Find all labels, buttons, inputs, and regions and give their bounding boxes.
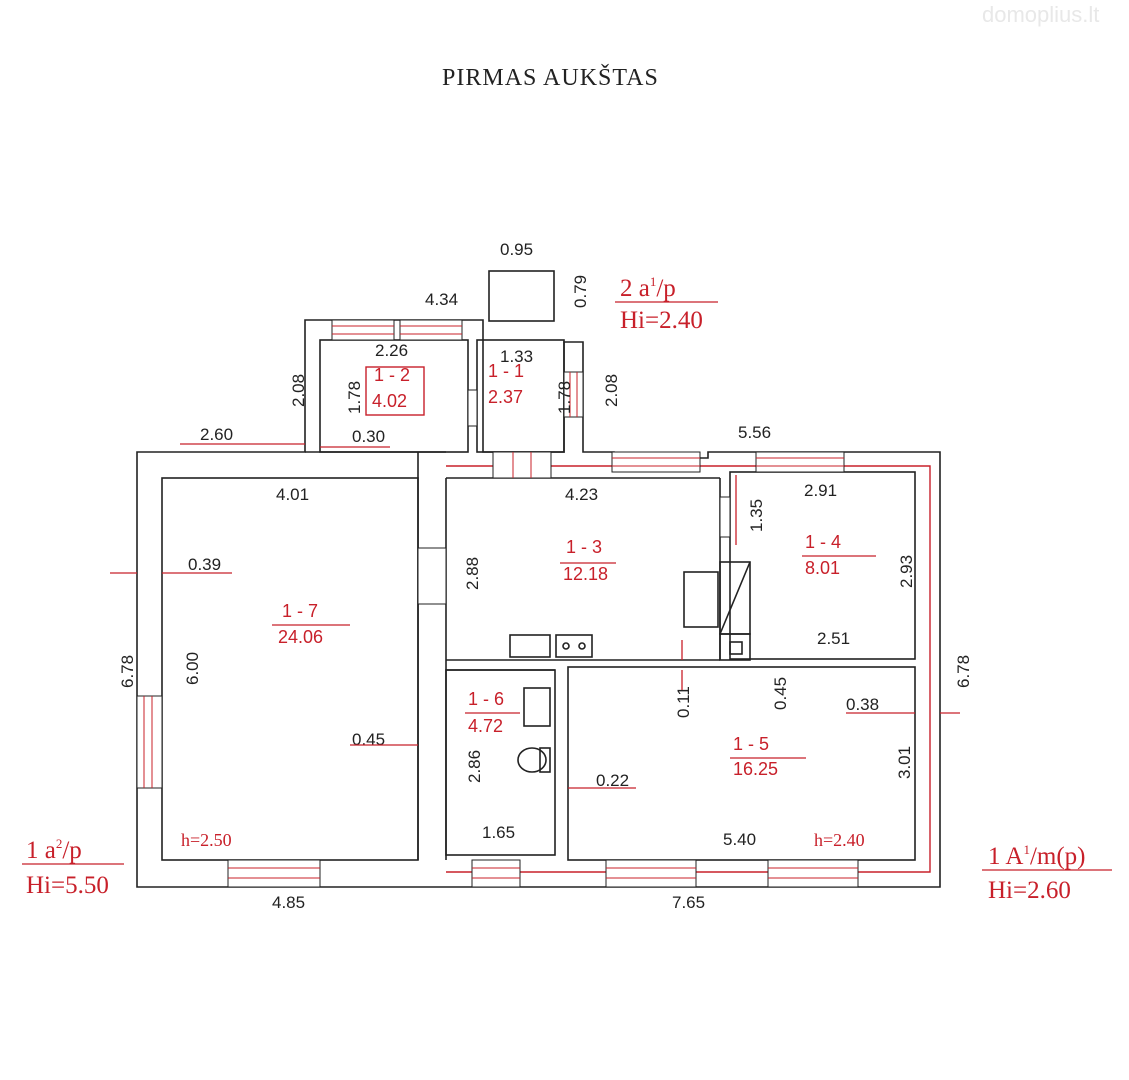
door bbox=[492, 451, 552, 479]
room-1-3-id: 1 - 3 bbox=[566, 537, 602, 557]
dim-wall-045-top: 0.45 bbox=[771, 677, 790, 710]
dim-wall-045-left: 0.45 bbox=[352, 730, 385, 749]
dim-1-7-height: 6.00 bbox=[183, 652, 202, 685]
room-1-7-height: h=2.50 bbox=[181, 830, 232, 850]
plan-title: PIRMAS AUKŠTAS bbox=[442, 64, 659, 91]
label-bottom-left-line1: 1 a2/p bbox=[26, 836, 82, 864]
room-labels: 1 - 1 2.37 1 - 2 4.02 1 - 3 12.18 1 - 4 … bbox=[181, 361, 876, 850]
room-1-1-area: 2.37 bbox=[488, 387, 523, 407]
dimensions-black: 0.95 0.79 4.34 1.33 2.26 2.08 1.78 1.78 … bbox=[118, 240, 973, 912]
room-1-2-area: 4.02 bbox=[372, 391, 407, 411]
dim-1-6-width: 1.65 bbox=[482, 823, 515, 842]
windows bbox=[136, 319, 859, 888]
window bbox=[563, 371, 584, 418]
dim-1-4-bottom: 2.51 bbox=[817, 629, 850, 648]
walls bbox=[136, 270, 941, 888]
boiler bbox=[683, 571, 719, 628]
dim-west-setback: 2.60 bbox=[200, 425, 233, 444]
label-bottom-right-line2: Hi=2.60 bbox=[988, 877, 1071, 904]
room-1-5-id: 1 - 5 bbox=[733, 734, 769, 754]
dim-porch-depth: 0.79 bbox=[571, 275, 590, 308]
label-top-right-line1: 2 a1/p bbox=[620, 274, 676, 302]
dim-wall-022: 0.22 bbox=[596, 771, 629, 790]
dim-1-7-width: 4.01 bbox=[276, 485, 309, 504]
label-bottom-left-line2: Hi=5.50 bbox=[26, 872, 109, 899]
label-top-right-line2: Hi=2.40 bbox=[620, 307, 703, 334]
dim-north-height-right: 2.08 bbox=[602, 374, 621, 407]
dim-wall-039: 0.39 bbox=[188, 555, 221, 574]
dim-1-2-height: 1.78 bbox=[345, 381, 364, 414]
window bbox=[136, 695, 163, 789]
room-1-2-id: 1 - 2 bbox=[374, 365, 410, 385]
window bbox=[227, 859, 321, 888]
dim-east-total: 6.78 bbox=[954, 655, 973, 688]
room-1-6-id: 1 - 6 bbox=[468, 689, 504, 709]
room-1-6-area: 4.72 bbox=[468, 716, 503, 736]
dim-north-width: 4.34 bbox=[425, 290, 458, 309]
dim-wall-038: 0.38 bbox=[846, 695, 879, 714]
porch-extension bbox=[488, 270, 555, 322]
room-1-5-inner bbox=[567, 666, 916, 861]
room-1-4-area: 8.01 bbox=[805, 558, 840, 578]
room-1-5-height: h=2.40 bbox=[814, 830, 865, 850]
window bbox=[755, 451, 845, 473]
room-1-1-id: 1 - 1 bbox=[488, 361, 524, 381]
dim-north-height-left: 2.08 bbox=[289, 374, 308, 407]
sink-counter bbox=[509, 634, 551, 658]
floor-labels: 2 a1/p Hi=2.40 1 a2/p Hi=5.50 1 A1/m(p) … bbox=[22, 274, 1112, 904]
dim-porch-width: 0.95 bbox=[500, 240, 533, 259]
window bbox=[611, 451, 701, 473]
dim-1-6-height: 2.86 bbox=[465, 750, 484, 783]
window bbox=[399, 319, 463, 341]
room-1-4-id: 1 - 4 bbox=[805, 532, 841, 552]
window bbox=[331, 319, 395, 341]
room-1-7-area: 24.06 bbox=[278, 627, 323, 647]
fixtures bbox=[509, 571, 719, 773]
dim-1-4-height: 2.93 bbox=[897, 555, 916, 588]
stove bbox=[555, 634, 593, 658]
dim-1-35: 1.35 bbox=[747, 499, 766, 532]
dim-west-total: 6.78 bbox=[118, 655, 137, 688]
room-1-6-inner bbox=[445, 669, 556, 856]
dim-south-west: 4.85 bbox=[272, 893, 305, 912]
dim-wall-011: 0.11 bbox=[674, 686, 693, 718]
window bbox=[767, 859, 859, 888]
dimension-arrows bbox=[110, 443, 960, 789]
dim-1-3-width: 4.23 bbox=[565, 485, 598, 504]
door bbox=[417, 547, 447, 605]
dim-1-3-height: 2.88 bbox=[463, 557, 482, 590]
dim-1-1-width: 1.33 bbox=[500, 347, 533, 366]
room-1-7-id: 1 - 7 bbox=[282, 601, 318, 621]
dim-1-2-width: 2.26 bbox=[375, 341, 408, 360]
door bbox=[719, 496, 731, 538]
watermark: domoplius.lt bbox=[982, 2, 1099, 27]
dim-1-4-width: 2.91 bbox=[804, 481, 837, 500]
dim-1-1-height: 1.78 bbox=[555, 381, 574, 414]
toilet bbox=[517, 747, 547, 773]
dim-east-length: 5.56 bbox=[738, 423, 771, 442]
window bbox=[471, 859, 521, 888]
door bbox=[467, 389, 478, 427]
dim-1-5-height: 3.01 bbox=[895, 746, 914, 779]
dim-wall-030: 0.30 bbox=[352, 427, 385, 446]
label-bottom-right-line1: 1 A1/m(p) bbox=[988, 842, 1085, 870]
dim-1-5-width: 5.40 bbox=[723, 830, 756, 849]
room-1-3-area: 12.18 bbox=[563, 564, 608, 584]
room-1-5-area: 16.25 bbox=[733, 759, 778, 779]
dim-south-east: 7.65 bbox=[672, 893, 705, 912]
window bbox=[605, 859, 697, 888]
red-contours bbox=[365, 366, 931, 873]
doors bbox=[417, 389, 731, 605]
washbasin bbox=[523, 687, 551, 727]
